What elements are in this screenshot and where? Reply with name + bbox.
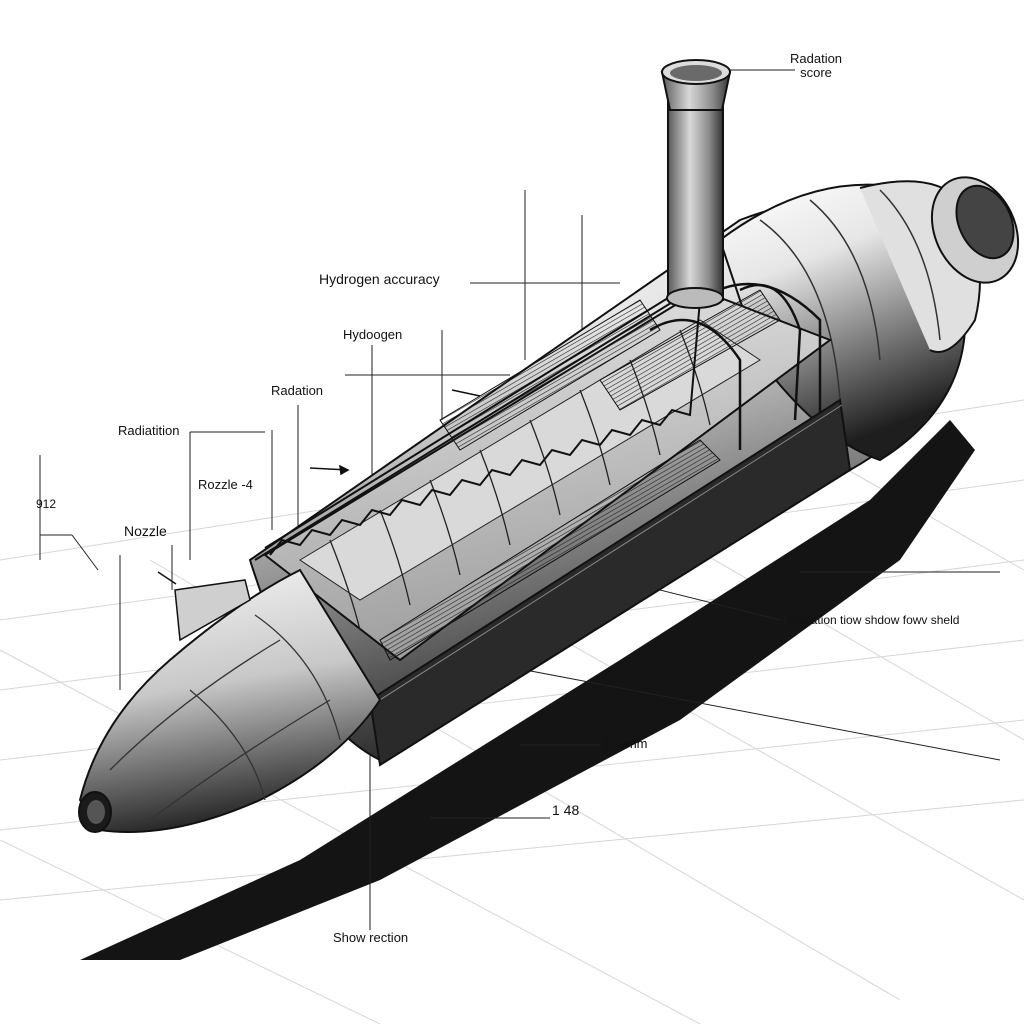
label-rozzle: Rozzle -4 <box>198 477 253 492</box>
radiation-score-tube <box>660 59 732 309</box>
label-radiatition: Radiatition <box>118 423 180 438</box>
label-dimension-148: 1 48 <box>552 802 580 818</box>
label-nozzle: Nozzle <box>124 523 167 539</box>
top-truss <box>254 274 706 561</box>
forward-bracket <box>174 579 251 642</box>
label-hydrogen-accuracy: Hydrogen accuracy <box>319 271 440 287</box>
label-radiation-score-line1: Radation <box>790 51 843 66</box>
nose-cone <box>78 568 382 833</box>
label-hydoogen: Hydoogen <box>343 327 403 342</box>
label-912: 912 <box>36 497 57 511</box>
label-radiation-score-line2: score <box>800 64 832 80</box>
label-radation: Radation <box>271 383 324 398</box>
label-radiation-score: Radation score <box>790 52 842 79</box>
aft-section <box>718 176 1020 462</box>
label-dimension-9mm: 1 ⁄ 9mm <box>602 736 648 751</box>
lower-shell-edge <box>368 398 852 767</box>
label-radiation-shield: Radiation tiow shdow fowv sheld <box>786 613 960 627</box>
label-show-rection: Show rection <box>333 930 409 945</box>
annotation-arrows <box>157 389 636 749</box>
